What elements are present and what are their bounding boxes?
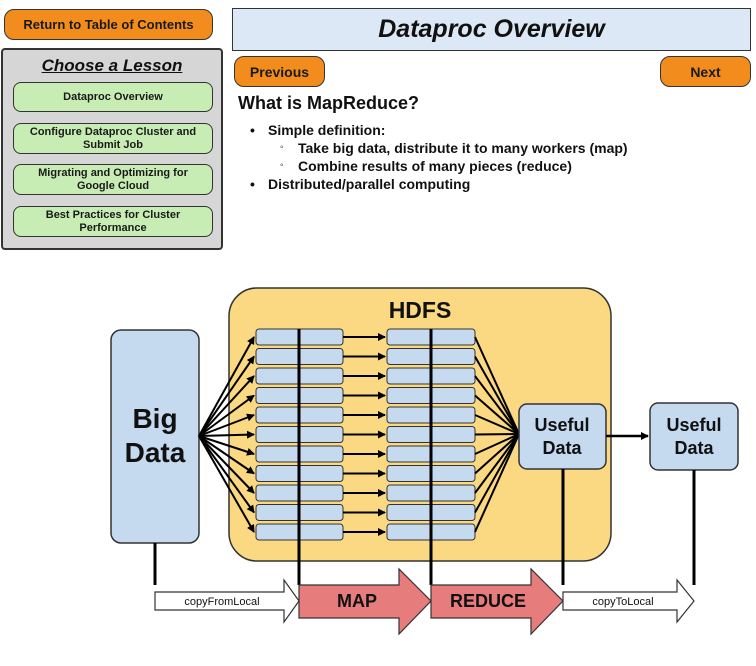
previous-button[interactable]: Previous bbox=[234, 56, 325, 87]
distribute-arrow bbox=[198, 435, 255, 514]
combine-line bbox=[474, 336, 520, 435]
combine-line bbox=[474, 433, 520, 533]
useful-data-label-line2: Data bbox=[542, 438, 582, 458]
distribute-arrow bbox=[198, 435, 255, 533]
useful-data-box bbox=[518, 403, 607, 470]
combine-line bbox=[474, 356, 520, 435]
distribute-arrow bbox=[198, 355, 255, 437]
lesson-panel-heading: Choose a Lesson bbox=[41, 56, 183, 75]
reduce-label: REDUCE bbox=[450, 591, 526, 611]
combine-line bbox=[474, 394, 520, 435]
combine-line bbox=[474, 414, 520, 435]
distribute-arrow bbox=[198, 375, 255, 437]
lesson-item-dataproc-overview[interactable]: Dataproc Overview bbox=[13, 82, 213, 112]
distribute-arrow bbox=[198, 435, 255, 456]
lesson-item-best-practices[interactable]: Best Practices for Cluster Performance bbox=[13, 206, 213, 237]
combine-line bbox=[474, 375, 520, 435]
page-title-bar: Dataproc Overview bbox=[232, 8, 751, 51]
copy-to-local-label: copyToLocal bbox=[592, 596, 653, 608]
copy-to-local-arrow bbox=[562, 578, 695, 624]
bullet-dot: • bbox=[250, 122, 255, 138]
hdfs-label: HDFS bbox=[389, 297, 452, 323]
list-item: • Simple definition: bbox=[250, 122, 386, 138]
useful-data-local-label-line2: Data bbox=[674, 438, 714, 458]
big-data-label-line1: Big bbox=[132, 403, 177, 434]
useful-data-label-line1: Useful bbox=[534, 415, 589, 435]
return-to-toc-button[interactable]: Return to Table of Contents bbox=[4, 9, 213, 40]
list-item: ◦ Combine results of many pieces (reduce… bbox=[280, 158, 572, 174]
distribute-arrow bbox=[198, 435, 255, 475]
page-title: Dataproc Overview bbox=[378, 15, 605, 43]
lesson-panel: Choose a Lesson Dataproc Overview Config… bbox=[1, 48, 223, 250]
lesson-item-configure-cluster[interactable]: Configure Dataproc Cluster and Submit Jo… bbox=[13, 123, 213, 154]
section-heading: What is MapReduce? bbox=[238, 93, 420, 113]
combine-line bbox=[474, 433, 520, 513]
map-arrow bbox=[298, 567, 432, 636]
big-data-label-line2: Data bbox=[125, 437, 186, 468]
list-item: • Distributed/parallel computing bbox=[250, 176, 471, 192]
map-arrows bbox=[343, 333, 386, 536]
distribute-arrow bbox=[198, 413, 255, 437]
map-label: MAP bbox=[337, 591, 377, 611]
useful-data-local-label-line1: Useful bbox=[666, 415, 721, 435]
distribute-arrow bbox=[198, 430, 255, 439]
combine-line bbox=[474, 433, 520, 455]
distribute-arrow bbox=[198, 435, 255, 494]
sub-bullet-dot: ◦ bbox=[280, 142, 284, 153]
copy-from-local-label: copyFromLocal bbox=[184, 596, 259, 608]
copy-from-local-arrow bbox=[154, 578, 300, 624]
combine-line bbox=[474, 433, 520, 494]
combine-lines bbox=[474, 336, 520, 533]
sub-bullet-dot: ◦ bbox=[280, 160, 284, 171]
reduce-arrow bbox=[430, 567, 564, 636]
distribute-arrow bbox=[198, 336, 255, 437]
combine-line bbox=[474, 433, 520, 475]
list-item: ◦ Take big data, distribute it to many w… bbox=[280, 140, 628, 156]
next-button[interactable]: Next bbox=[660, 56, 751, 87]
bullet-dot: • bbox=[250, 176, 255, 192]
mapreduce-diagram: HDFS Big Data Useful Data Useful Data co… bbox=[110, 287, 739, 636]
lesson-item-migrating-optimizing[interactable]: Migrating and Optimizing for Google Clou… bbox=[13, 164, 213, 195]
useful-data-local-box bbox=[649, 402, 739, 471]
distribute-arrows bbox=[198, 336, 255, 533]
distribute-arrow bbox=[198, 394, 255, 437]
combine-line bbox=[474, 433, 520, 436]
